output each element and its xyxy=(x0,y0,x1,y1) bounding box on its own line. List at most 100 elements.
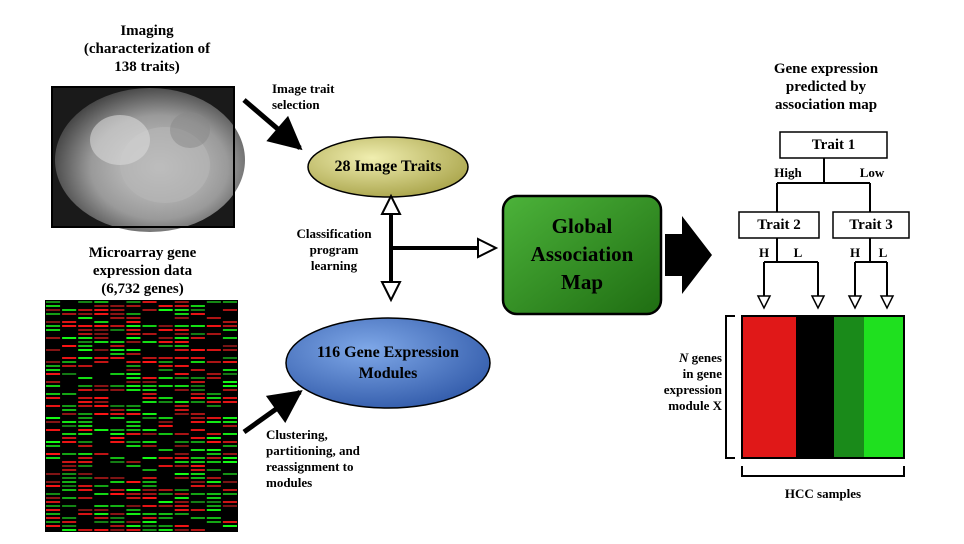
heatmap-cell xyxy=(206,333,221,335)
genes-bracket xyxy=(725,315,735,459)
heatmap-cell xyxy=(190,361,205,363)
heatmap-cell xyxy=(46,445,61,447)
heatmap-cell xyxy=(126,349,141,351)
heatmap-cell xyxy=(126,353,141,355)
heatmap-cell xyxy=(126,325,141,327)
heatmap-cell xyxy=(190,449,205,451)
heatmap-cell xyxy=(46,513,61,515)
heatmap-cell xyxy=(126,365,141,367)
heatmap-cell xyxy=(174,489,189,491)
heatmap-cell xyxy=(46,441,61,443)
heatmap-cell xyxy=(110,309,125,311)
l-label-1: L xyxy=(793,245,803,260)
heatmap-cell xyxy=(158,433,173,435)
heatmap-cell xyxy=(94,477,109,479)
heatmap-cell xyxy=(110,389,125,391)
heatmap-cell xyxy=(190,461,205,463)
heatmap-cell xyxy=(222,309,237,311)
heatmap-cell xyxy=(126,509,141,511)
heatmap-cell xyxy=(46,369,61,371)
image-selection-arrow xyxy=(242,98,303,151)
heatmap-cell xyxy=(158,501,173,503)
heatmap-cell xyxy=(62,465,77,467)
heatmap-cell xyxy=(158,425,173,427)
heatmap-cell xyxy=(62,337,77,339)
heatmap-cell xyxy=(46,509,61,511)
heatmap-cell xyxy=(142,497,157,499)
heatmap-cell xyxy=(206,401,221,403)
heatmap-cell xyxy=(110,433,125,435)
gene-modules-label: 116 Gene Expression Modules xyxy=(317,344,459,382)
heatmap-cell xyxy=(126,381,141,383)
heatmap-cell xyxy=(142,401,157,403)
heatmap-cell xyxy=(206,457,221,459)
heatmap-cell xyxy=(94,529,109,531)
heatmap-cell xyxy=(206,505,221,507)
heatmap-cell xyxy=(110,441,125,443)
ct-scan-image xyxy=(51,86,245,232)
heatmap-cell xyxy=(222,453,237,455)
heatmap-cell xyxy=(78,317,93,319)
heatmap-cell xyxy=(94,309,109,311)
bar-black xyxy=(796,316,834,458)
heatmap-cell xyxy=(78,325,93,327)
heatmap-cell xyxy=(190,357,205,359)
heatmap-cell xyxy=(174,513,189,515)
heatmap-cell xyxy=(94,509,109,511)
heatmap-cell xyxy=(126,489,141,491)
heatmap-cell xyxy=(46,325,61,327)
heatmap-cell xyxy=(222,493,237,495)
heatmap-cell xyxy=(158,309,173,311)
heatmap-cell xyxy=(174,465,189,467)
heatmap-cell xyxy=(142,477,157,479)
heatmap-cell xyxy=(126,465,141,467)
heatmap-cell xyxy=(94,517,109,519)
heatmap-cell xyxy=(158,357,173,359)
heatmap-cell xyxy=(46,349,61,351)
heatmap-cell xyxy=(126,385,141,387)
heatmap-cell xyxy=(94,493,109,495)
heatmap-cell xyxy=(78,341,93,343)
h-label-2: H xyxy=(849,245,861,260)
heatmap-cell xyxy=(94,505,109,507)
heatmap-cell xyxy=(222,301,237,303)
heatmap-cell xyxy=(78,497,93,499)
heatmap-cell xyxy=(174,461,189,463)
heatmap-cell xyxy=(190,313,205,315)
heatmap-cell xyxy=(222,349,237,351)
heatmap-cell xyxy=(142,393,157,395)
heatmap-cell xyxy=(142,521,157,523)
heatmap-cell xyxy=(190,457,205,459)
low-label: Low xyxy=(859,165,885,180)
heatmap-cell xyxy=(62,313,77,315)
heatmap-cell xyxy=(206,469,221,471)
heatmap-cell xyxy=(46,365,61,367)
heatmap-cell xyxy=(158,337,173,339)
heatmap-cell xyxy=(78,429,93,431)
heatmap-cell xyxy=(158,517,173,519)
heatmap-cell xyxy=(222,457,237,459)
heatmap-cell xyxy=(78,465,93,467)
heatmap-cell xyxy=(190,465,205,467)
heatmap-cell xyxy=(110,517,125,519)
heatmap-cell xyxy=(142,333,157,335)
heatmap-cell xyxy=(46,309,61,311)
heatmap-cell xyxy=(62,525,77,527)
heatmap-cell xyxy=(78,389,93,391)
heatmap-cell xyxy=(126,333,141,335)
heatmap-cell xyxy=(126,329,141,331)
heatmap-cell xyxy=(174,493,189,495)
heatmap-cell xyxy=(62,521,77,523)
heatmap-cell xyxy=(78,441,93,443)
heatmap-cell xyxy=(78,445,93,447)
imaging-title: Imaging (characterization of 138 traits) xyxy=(83,23,211,75)
heatmap-cell xyxy=(62,325,77,327)
heatmap-cell xyxy=(126,337,141,339)
heatmap-cell xyxy=(62,529,77,531)
gene-modules-node xyxy=(285,317,491,409)
heatmap-cell xyxy=(62,469,77,471)
bar-lightgreen xyxy=(864,316,904,458)
heatmap-cell xyxy=(62,373,77,375)
heatmap-cell xyxy=(46,301,61,303)
